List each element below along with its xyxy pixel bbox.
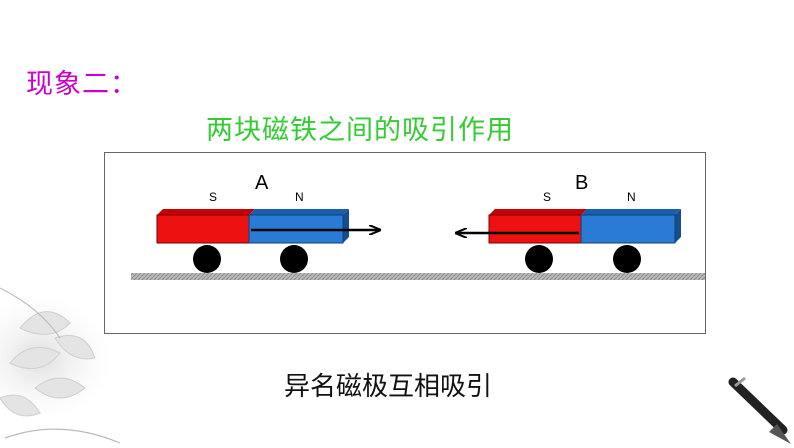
heading: 现象二： <box>26 69 138 100</box>
magnet-b-label: B <box>575 172 588 194</box>
magnet-a-s-top <box>157 209 255 215</box>
brush-decoration <box>728 376 791 444</box>
subtitle: 两块磁铁之间的吸引作用 <box>206 115 514 146</box>
magnet-a-side <box>343 209 349 243</box>
magnet-b-s-top <box>489 209 587 215</box>
magnet-diagram: A S N B S N <box>131 172 705 280</box>
magnet-a-s-pole-label: S <box>209 190 217 204</box>
flower-decoration <box>0 287 121 444</box>
magnet-a-s-pole <box>156 214 250 244</box>
magnet-a-wheel-right <box>280 245 308 273</box>
magnet-a-n-pole-label: N <box>295 190 304 204</box>
magnet-b-n-top <box>581 209 681 215</box>
magnet-b: B S N <box>457 172 681 273</box>
magnet-b-side <box>675 209 681 243</box>
magnet-b-s-pole-label: S <box>543 190 551 204</box>
magnet-a: A S N <box>156 172 379 273</box>
track <box>131 273 705 280</box>
caption: 异名磁极互相吸引 <box>284 372 493 402</box>
magnet-b-s-pole <box>488 214 582 244</box>
magnet-b-n-pole <box>580 214 676 244</box>
magnet-a-wheel-left <box>193 245 221 273</box>
magnet-a-label: A <box>255 172 269 194</box>
magnet-b-n-pole-label: N <box>627 190 636 204</box>
magnet-b-wheel-left <box>525 245 553 273</box>
magnet-diagram-panel: A S N B S N <box>104 152 706 334</box>
magnet-b-wheel-right <box>613 245 641 273</box>
magnet-a-n-top <box>249 209 349 215</box>
